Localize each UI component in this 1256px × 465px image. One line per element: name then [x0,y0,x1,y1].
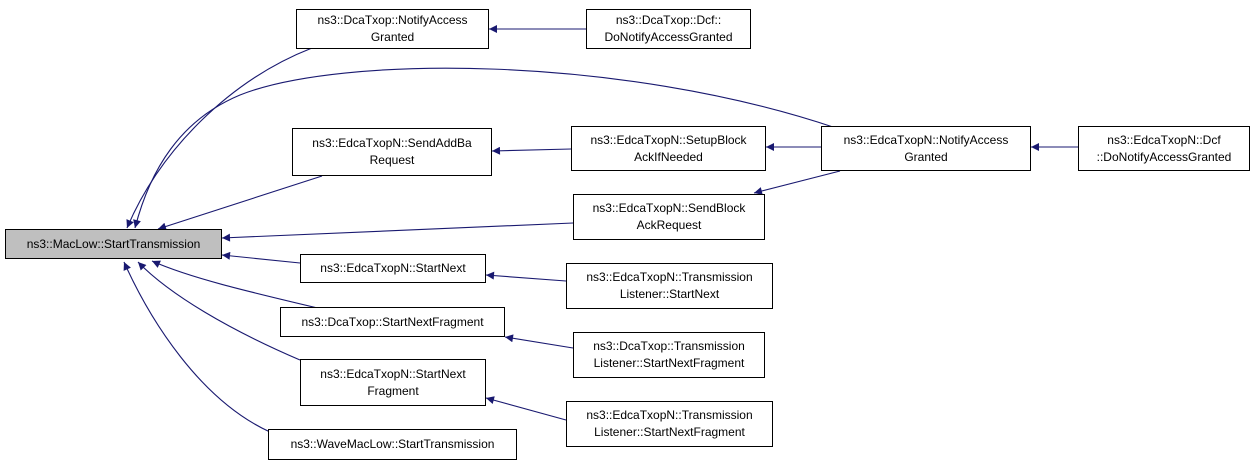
node-edca-start-next[interactable]: ns3::EdcaTxopN::StartNext [300,254,486,283]
edge-edca-notify-to-edca-sendblockack [753,170,841,195]
node-edca-send-addba-request[interactable]: ns3::EdcaTxopN::SendAddBa Request [292,128,492,176]
edge-edca-sendblockack-to-root [221,222,574,242]
node-edca-transmission-listener-start-next[interactable]: ns3::EdcaTxopN::Transmission Listener::S… [566,263,773,309]
edge-dcatxop-startnextfrag-to-root [151,260,323,310]
node-edca-start-next-fragment[interactable]: ns3::EdcaTxopN::StartNext Fragment [300,359,486,406]
edge-dcatxop-notify-to-root [126,47,313,229]
node-dcatxop-transmission-listener-start-next-fragment[interactable]: ns3::DcaTxop::Transmission Listener::Sta… [573,332,765,378]
edge-edca-notify-to-root [133,67,837,229]
node-maclow-start-transmission[interactable]: ns3::MacLow::StartTransmission [5,229,222,259]
node-edca-setup-block-ack-if-needed[interactable]: ns3::EdcaTxopN::SetupBlock AckIfNeeded [571,126,766,171]
edge-edca-sendaddba-to-root [157,175,323,231]
node-edca-dcf-do-notify-access-granted[interactable]: ns3::EdcaTxopN::Dcf ::DoNotifyAccessGran… [1078,126,1250,171]
edge-edca-startnextfrag-to-root [137,261,301,361]
node-edca-notify-access-granted[interactable]: ns3::EdcaTxopN::NotifyAccess Granted [821,126,1031,171]
edge-dcatxop-tl-to-dcatxop-startnextfrag [504,334,574,349]
node-edca-send-block-ack-request[interactable]: ns3::EdcaTxopN::SendBlock AckRequest [573,194,765,240]
node-edca-transmission-listener-start-next-fragment[interactable]: ns3::EdcaTxopN::Transmission Listener::S… [566,401,773,447]
node-wavemaclow-start-transmission[interactable]: ns3::WaveMacLow::StartTransmission [268,429,517,460]
node-dcatxop-start-next-fragment[interactable]: ns3::DcaTxop::StartNextFragment [280,307,505,337]
node-dcatxop-dcf-do-notify-access-granted[interactable]: ns3::DcaTxop::Dcf:: DoNotifyAccessGrante… [586,9,751,49]
edge-edca-tl-startnext-to-edca-startnext [485,271,567,282]
node-dcatxop-notify-access-granted[interactable]: ns3::DcaTxop::NotifyAccess Granted [296,9,489,49]
edge-edca-tl-to-edca-startnextfrag [485,396,567,421]
edge-edca-startnext-to-root [221,251,301,264]
edge-edca-setupblock-to-edca-sendaddba [491,146,572,155]
edge-wavemaclow-to-root [123,261,271,433]
